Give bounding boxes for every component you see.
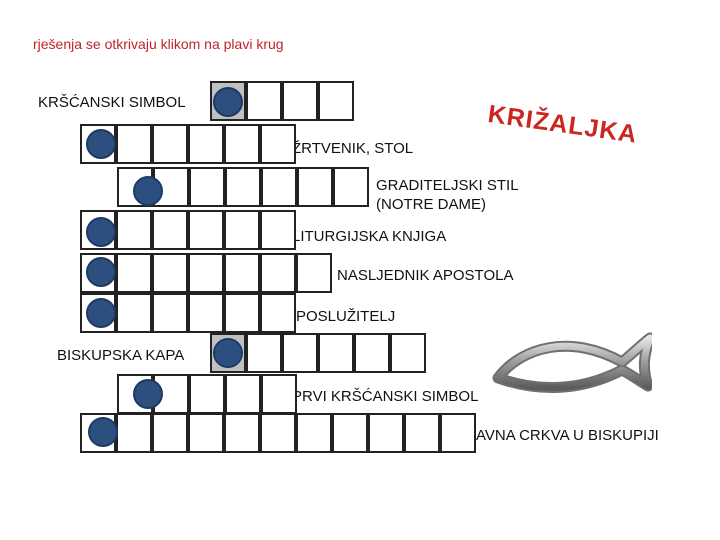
crossword-cell[interactable] <box>152 413 188 453</box>
crossword-cell[interactable] <box>318 333 354 373</box>
crossword-cell[interactable] <box>260 413 296 453</box>
crossword-cell[interactable] <box>224 253 260 293</box>
crossword-cell[interactable] <box>390 333 426 373</box>
crossword-cell[interactable] <box>188 124 224 164</box>
crossword-cell[interactable] <box>224 210 260 250</box>
crossword-cell[interactable] <box>404 413 440 453</box>
crossword-cell[interactable] <box>333 167 369 207</box>
crossword-cell[interactable] <box>188 210 224 250</box>
clue-9: GLAVNA CRKVA U BISKUPIJI <box>456 427 659 444</box>
reveal-answer-dot-1[interactable] <box>213 87 243 117</box>
reveal-answer-dot-9[interactable] <box>88 417 118 447</box>
crossword-cell[interactable] <box>260 293 296 333</box>
crossword-cell[interactable] <box>296 413 332 453</box>
crossword-cell[interactable] <box>225 167 261 207</box>
crossword-cell[interactable] <box>188 293 224 333</box>
crossword-cell[interactable] <box>225 374 261 414</box>
clue-4: LITURGIJSKA KNJIGA <box>292 228 447 245</box>
reveal-answer-dot-8[interactable] <box>133 379 163 409</box>
crossword-cell[interactable] <box>260 253 296 293</box>
reveal-answer-dot-7[interactable] <box>213 338 243 368</box>
crossword-cell[interactable] <box>116 210 152 250</box>
crossword-cell[interactable] <box>318 81 354 121</box>
crossword-cell[interactable] <box>116 124 152 164</box>
crossword-cell[interactable] <box>189 374 225 414</box>
crossword-cell[interactable] <box>282 81 318 121</box>
crossword-cell[interactable] <box>260 124 296 164</box>
instruction-hint: rješenja se otkrivaju klikom na plavi kr… <box>33 36 284 52</box>
crossword-cell[interactable] <box>246 333 282 373</box>
clue-7: BISKUPSKA KAPA <box>57 347 185 364</box>
crossword-cell[interactable] <box>116 413 152 453</box>
crossword-cell[interactable] <box>296 253 332 293</box>
crossword-cell[interactable] <box>246 81 282 121</box>
crossword-cell[interactable] <box>188 253 224 293</box>
crossword-cell[interactable] <box>224 413 260 453</box>
crossword-cell[interactable] <box>152 210 188 250</box>
crossword-cell[interactable] <box>188 413 224 453</box>
clue-8: PRVI KRŠĆANSKI SIMBOL <box>292 388 479 405</box>
crossword-cell[interactable] <box>332 413 368 453</box>
crossword-cell[interactable] <box>224 124 260 164</box>
puzzle-title: KRIŽALJKA <box>486 100 640 149</box>
crossword-cell[interactable] <box>440 413 476 453</box>
reveal-answer-dot-5[interactable] <box>86 257 116 287</box>
crossword-cell[interactable] <box>282 333 318 373</box>
crossword-cell[interactable] <box>152 293 188 333</box>
crossword-cell[interactable] <box>261 374 297 414</box>
crossword-cell[interactable] <box>189 167 225 207</box>
clue-6: POSLUŽITELJ <box>296 308 396 325</box>
crossword-cell[interactable] <box>116 293 152 333</box>
crossword-cell[interactable] <box>116 253 152 293</box>
reveal-answer-dot-4[interactable] <box>86 217 116 247</box>
crossword-cell[interactable] <box>368 413 404 453</box>
crossword-cell[interactable] <box>297 167 333 207</box>
crossword-cell[interactable] <box>152 253 188 293</box>
clue-2: ŽRTVENIK, STOL <box>292 140 414 157</box>
crossword-cell[interactable] <box>354 333 390 373</box>
crossword-cell[interactable] <box>224 293 260 333</box>
clue-3: GRADITELJSKI STIL (NOTRE DAME) <box>376 177 519 213</box>
reveal-answer-dot-3[interactable] <box>133 176 163 206</box>
reveal-answer-dot-2[interactable] <box>86 129 116 159</box>
clue-1: KRŠĆANSKI SIMBOL <box>38 94 186 111</box>
clue-5: NASLJEDNIK APOSTOLA <box>337 267 514 284</box>
crossword-cell[interactable] <box>260 210 296 250</box>
ichthys-fish-icon <box>492 332 652 393</box>
reveal-answer-dot-6[interactable] <box>86 298 116 328</box>
crossword-cell[interactable] <box>152 124 188 164</box>
crossword-cell[interactable] <box>261 167 297 207</box>
